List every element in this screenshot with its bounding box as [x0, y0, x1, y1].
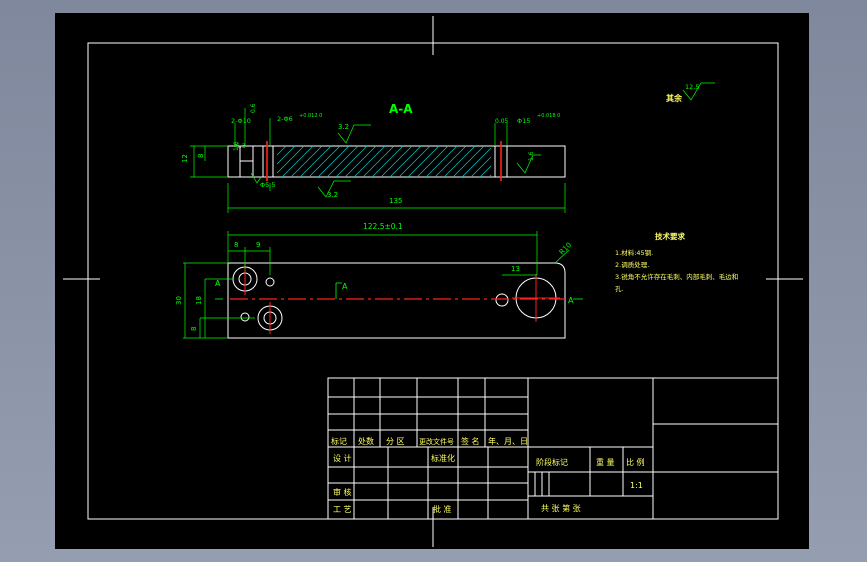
hatch-line: [290, 145, 323, 178]
hatch-line: [380, 145, 413, 178]
roughness-1-6: 1.6: [528, 151, 535, 161]
dim-6-3: 6.3: [236, 143, 246, 150]
tb-sheets: 共 张 第 张: [541, 503, 581, 513]
hatch-line: [461, 147, 492, 178]
hatch-line: [335, 145, 368, 178]
hatch-line: [276, 145, 305, 174]
tb-design: 设 计: [333, 453, 352, 463]
title-block-text: 标记 处数 分 区 更改文件号 签 名 年、月、日 设 计 标准化 审 核 工 …: [331, 436, 645, 514]
hatch-line: [276, 145, 287, 156]
hatch-line: [276, 145, 296, 165]
hatch-line: [299, 145, 332, 178]
drawing-canvas: A-A: [63, 16, 803, 547]
section-mark-a-left: A: [215, 279, 221, 288]
hatch-line: [362, 145, 395, 178]
tb-process: 工 艺: [333, 505, 352, 514]
section-outline: [227, 145, 566, 178]
section-mark-a-right: A: [568, 296, 574, 305]
tb-header-zone: 分 区: [386, 437, 405, 446]
hatch-line: [443, 145, 476, 178]
tb-approve: 批 准: [433, 504, 452, 514]
small-bore: [495, 293, 509, 307]
tb-header-mark: 标记: [331, 436, 347, 446]
pin-hole-top: [265, 277, 275, 287]
section-mark-a-mid: A: [342, 282, 348, 291]
dim-2-phi10: 2-Φ10: [231, 117, 251, 125]
tech-req-line-2: 2.调质处理.: [615, 260, 649, 269]
pin-hole-bottom: [240, 312, 250, 322]
hatch-line: [389, 145, 422, 178]
dim-122-5: 122.5±0.1: [363, 222, 403, 231]
dim-18: 18: [195, 296, 203, 305]
roughness-other-label: 其余: [666, 93, 683, 103]
plan-dims: [183, 231, 570, 339]
hatch-line: [317, 145, 350, 178]
dim-bv: 0.05: [495, 118, 509, 125]
plan-view: A A A: [175, 222, 583, 339]
technical-requirements: 技术要求 1.材料:45钢. 2.调质处理. 3.锐角不允许存在毛刺、内部毛刺、…: [615, 231, 738, 293]
tb-ratio-value: 1:1: [630, 481, 643, 490]
dim-2-phi6: 2-Φ6: [277, 115, 293, 123]
section-hatch: [276, 145, 492, 178]
tb-header-count: 处数: [358, 436, 374, 446]
hatch-line: [425, 145, 458, 178]
dim-left-8: 8: [197, 154, 205, 158]
dim-0-6: 0.6: [250, 103, 257, 113]
tb-header-change: 更改文件号: [419, 437, 454, 446]
hatch-line: [452, 145, 485, 178]
roughness-3-2-top: 3.2: [338, 123, 349, 131]
section-marks: [215, 282, 583, 300]
hatch-line: [281, 145, 314, 178]
frame-border: [87, 42, 779, 520]
hatch-line: [479, 165, 492, 178]
tech-req-line-1: 1.材料:45钢.: [615, 248, 653, 257]
tb-review: 审 核: [333, 487, 352, 497]
tech-req-title: 技术要求: [655, 231, 685, 241]
hole-walls: [239, 146, 508, 177]
tb-stage-mark: 阶段标记: [536, 457, 568, 467]
roughness-other-value: 12.5: [685, 83, 699, 91]
tb-header-date: 年、月、日: [488, 436, 528, 446]
hatch-line: [434, 145, 467, 178]
dim-phi15-tol: +0.018 0: [537, 113, 560, 119]
hatch-line: [488, 174, 492, 178]
tech-req-line-4: 孔.: [615, 285, 624, 293]
hatch-line: [371, 145, 404, 178]
section-view: A-A: [181, 82, 715, 213]
section-label: A-A: [389, 102, 413, 116]
dim-8-left: 8: [190, 327, 198, 331]
dim-8-top: 8: [234, 241, 238, 249]
title-block: [327, 377, 779, 520]
tb-weight: 重 量: [596, 457, 615, 467]
dim-phi6-tol: +0.012 0: [299, 113, 322, 119]
roughness-other-symbol: [682, 82, 715, 101]
hatch-line: [407, 145, 440, 178]
dim-135: 135: [389, 197, 402, 205]
hatch-line: [326, 145, 359, 178]
tb-header-sign: 签 名: [461, 436, 480, 446]
hole-centerlines-section: [266, 141, 502, 181]
hatch-line: [308, 145, 341, 178]
section-dims: [190, 108, 566, 213]
dim-r10: R10: [558, 241, 573, 256]
roughness-3-2-bottom: 3.2: [327, 191, 338, 199]
tb-standard: 标准化: [431, 453, 455, 463]
dim-phi15: Φ15: [517, 117, 530, 125]
dim-phi5-5: Φ5.5: [260, 181, 275, 189]
tb-ratio: 比 例: [626, 457, 645, 467]
hatch-line: [470, 156, 492, 178]
tech-req-line-3: 3.锐角不允许存在毛刺、内部毛刺、毛边和: [615, 272, 738, 281]
hatch-line: [353, 145, 386, 178]
plan-outline: [227, 262, 566, 339]
hatch-line: [344, 145, 377, 178]
hatch-line: [416, 145, 449, 178]
dim-30: 30: [175, 296, 183, 305]
drawing-sheet: A-A: [55, 13, 809, 549]
dim-left-12: 12: [181, 154, 189, 163]
dim-9-top: 9: [256, 241, 260, 249]
dim-13: 13: [511, 265, 520, 273]
roughness-1-6-left: 1.6: [233, 141, 240, 151]
hatch-line: [398, 145, 431, 178]
